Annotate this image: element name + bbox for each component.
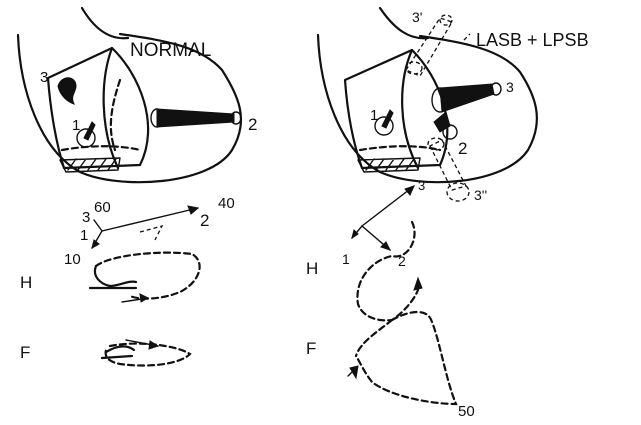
right-projection-3prime-base [406, 62, 422, 74]
left-h-loop-solid [90, 266, 136, 288]
left-heart-label-2: 2 [248, 115, 257, 134]
left-electrode-3-marker [58, 78, 76, 104]
left-heart-dashed-apex [111, 80, 120, 150]
right-h-loop-arrowhead [414, 278, 422, 290]
left-vector-to-3 [94, 220, 102, 231]
right-vector-label-3: 3 [418, 178, 425, 193]
left-vector-label-40: 40 [218, 195, 235, 212]
left-panel-title: NORMAL [130, 40, 211, 61]
right-vector-label-1: 1 [342, 251, 350, 267]
right-loop-label-h: H [306, 259, 318, 278]
right-loop-label-50: 50 [458, 403, 475, 420]
left-vector-arrowhead-10 [92, 240, 99, 248]
right-panel: 1 2 3 3' 3'' LASB + LPSB 3 1 2 H [306, 8, 589, 420]
left-vector-label-2: 2 [200, 211, 209, 230]
right-heart-label-1: 1 [370, 107, 378, 124]
left-panel: 3 1 2 NORMAL 3 60 1 10 2 40 H F [18, 8, 257, 366]
right-heart-label-3prime: 3' [412, 9, 422, 25]
right-title-dash-mark [464, 34, 470, 44]
left-vector-label-60: 60 [94, 199, 111, 216]
left-heart-label-3: 3 [40, 69, 48, 86]
left-vector-label-3: 3 [82, 209, 90, 226]
right-f-loop-dashed [356, 312, 456, 404]
left-vector-dashed-mark [140, 226, 162, 240]
left-electrode-1-marker [84, 122, 95, 140]
left-vector-label-10: 10 [64, 251, 81, 268]
right-loop-label-f: F [306, 339, 316, 358]
right-vector-to-3 [362, 186, 414, 226]
right-electrode-3-cone [440, 84, 494, 112]
right-heart-dashed-axis [360, 146, 440, 150]
left-heart-dashed-axis [62, 146, 140, 150]
left-vector-to-2 [102, 208, 198, 231]
left-h-loop-dashed [96, 253, 200, 299]
right-heart-label-3dprime: 3'' [474, 187, 487, 203]
left-h-loop-arrowhead [140, 294, 148, 302]
right-heart-hatched-base [358, 158, 420, 172]
right-vector-arrowhead-3 [405, 186, 414, 195]
right-heart-label-3: 3 [506, 79, 514, 95]
right-electrode-1-marker [382, 110, 393, 128]
right-chest-outline [318, 35, 537, 182]
right-electrode-2-ring [443, 125, 457, 139]
right-heart-label-2: 2 [458, 139, 467, 158]
right-panel-title: LASB + LPSB [476, 30, 589, 50]
left-vector-label-1: 1 [80, 227, 88, 244]
right-h-loop-dashed [357, 222, 418, 320]
right-projection-3prime [406, 18, 452, 76]
left-vector-arrowhead-2 [188, 206, 198, 214]
left-electrode-2-cone [157, 109, 234, 127]
right-projection-3prime-tip [440, 15, 452, 25]
left-loop-label-f: F [20, 343, 30, 362]
right-heart-septum [402, 50, 418, 168]
left-loop-label-h: H [20, 273, 32, 292]
left-heart-label-1: 1 [72, 117, 80, 134]
